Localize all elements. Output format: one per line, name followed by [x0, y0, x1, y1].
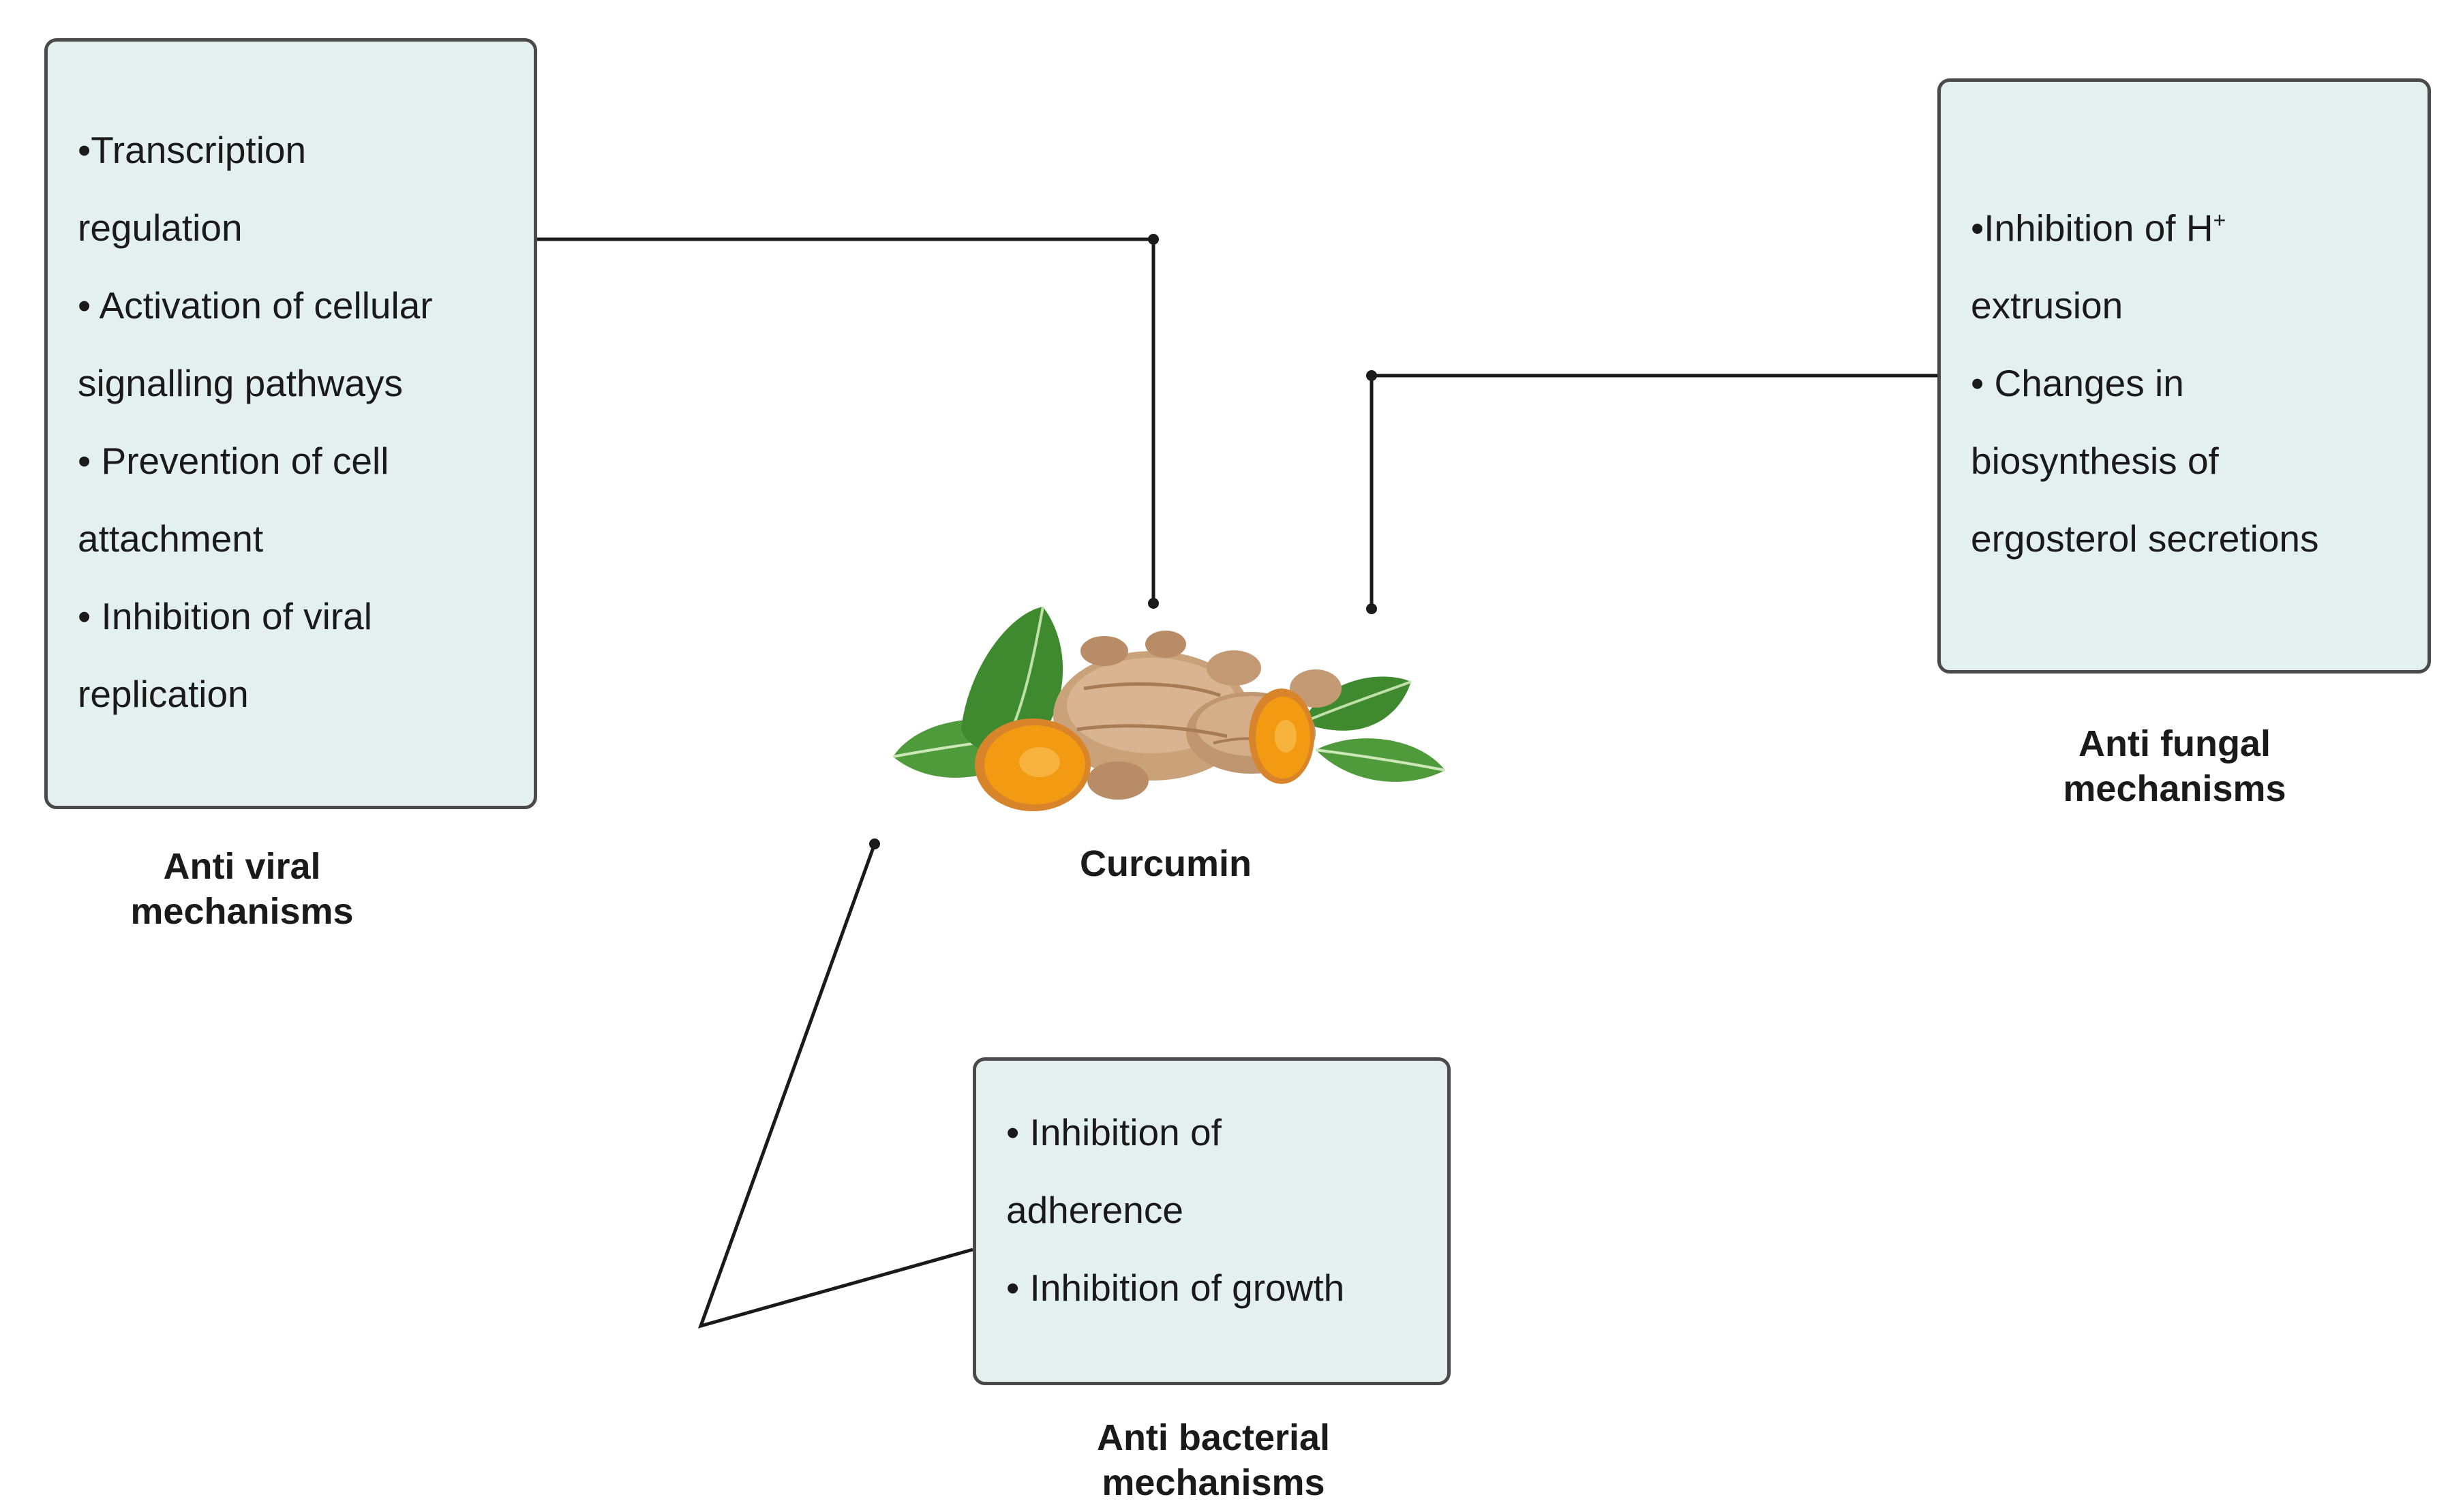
turmeric-slice-icon: [1249, 689, 1314, 784]
turmeric-slice-icon: [975, 719, 1091, 811]
antibacterial-caption-line: mechanisms: [1102, 1462, 1325, 1503]
antiviral-connector-dot-end: [1148, 598, 1159, 609]
turmeric-root-image: [892, 606, 1446, 811]
antiviral-caption-line: mechanisms: [130, 891, 354, 932]
antifungal-line-text: •Inhibition of H: [1971, 207, 2213, 250]
antiviral-box: •Transcription regulation • Activation o…: [44, 38, 537, 809]
antifungal-line: extrusion: [1971, 284, 2123, 327]
antibacterial-connector-dot: [869, 838, 880, 849]
antifungal-line: • Changes in: [1971, 362, 2184, 405]
antibacterial-line: • Inhibition of growth: [1006, 1267, 1345, 1309]
antifungal-line: •Inhibition of H+: [1971, 181, 2400, 267]
antiviral-line: regulation: [78, 207, 243, 249]
antiviral-connector: [535, 237, 1155, 603]
antiviral-caption-line: Anti viral: [163, 846, 321, 887]
antibacterial-box: • Inhibition of adherence • Inhibition o…: [973, 1057, 1451, 1385]
curcumin-label: Curcumin: [1079, 843, 1252, 884]
antifungal-connector-dot-top: [1366, 370, 1377, 381]
antifungal-line: ergosterol secretions: [1971, 517, 2319, 560]
antifungal-superscript: +: [2213, 208, 2226, 232]
antiviral-line: attachment: [78, 517, 264, 560]
antibacterial-connector: [698, 843, 973, 1329]
antibacterial-line: • Inhibition of: [1006, 1111, 1222, 1153]
antibacterial-caption: Anti bacterial mechanisms: [1043, 1415, 1384, 1505]
antifungal-caption: Anti fungal mechanisms: [2011, 721, 2338, 811]
antifungal-line: biosynthesis of: [1971, 440, 2219, 483]
antifungal-box: •Inhibition of H+ extrusion • Changes in…: [1937, 78, 2431, 674]
antiviral-connector-dot-top: [1148, 234, 1159, 245]
antiviral-line: • Inhibition of viral: [78, 595, 372, 637]
leaf-icon: [1301, 676, 1412, 731]
antiviral-line: •Transcription: [78, 129, 307, 171]
antiviral-caption: Anti viral mechanisms: [78, 844, 406, 934]
leaf-icon: [1315, 738, 1446, 782]
antifungal-connector-dot-end: [1366, 603, 1377, 614]
antiviral-line: replication: [78, 673, 249, 715]
antiviral-line: • Activation of cellular: [78, 284, 433, 327]
antiviral-line: signalling pathways: [78, 362, 403, 404]
antiviral-line: • Prevention of cell: [78, 440, 389, 482]
antifungal-caption-line: Anti fungal: [2078, 723, 2271, 764]
antibacterial-line: adherence: [1006, 1189, 1183, 1231]
antifungal-caption-line: mechanisms: [2063, 768, 2286, 809]
antifungal-connector: [1370, 374, 1937, 609]
antibacterial-caption-line: Anti bacterial: [1096, 1417, 1331, 1458]
